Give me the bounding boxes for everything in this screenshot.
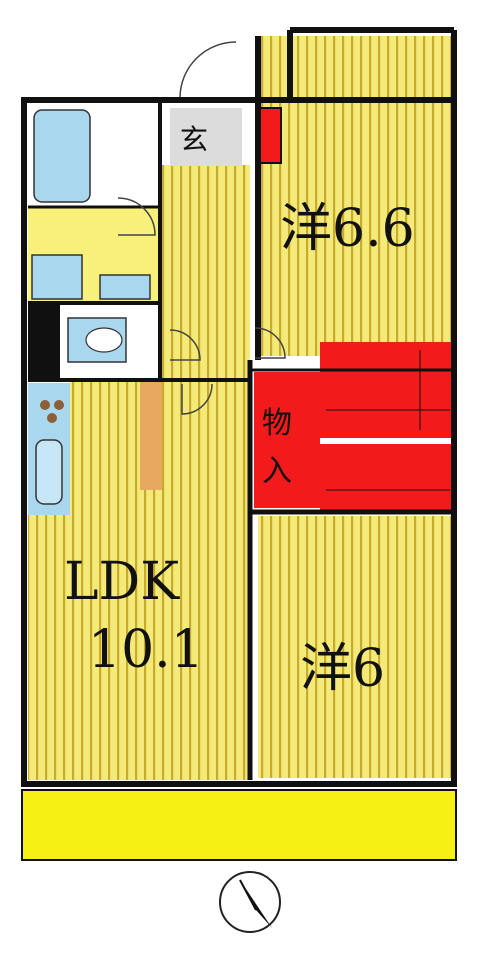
ldk-size-label: 10.1 xyxy=(88,620,204,680)
closet-hanger-lines xyxy=(326,350,450,491)
storage-room xyxy=(254,372,320,508)
kitchen-pillar xyxy=(140,382,162,490)
western-room-2-label: 洋6 xyxy=(300,639,386,699)
washer-icon xyxy=(99,274,151,300)
ldk-label: LDK xyxy=(64,552,180,612)
stove-icon xyxy=(40,400,64,423)
storage-label-top: 物 xyxy=(262,406,292,441)
toilet-wall-block xyxy=(28,303,60,380)
walls xyxy=(21,27,457,787)
compass-icon xyxy=(219,871,281,933)
western-room-1-label: 洋6.6 xyxy=(280,199,415,259)
room-western-2-floor xyxy=(258,516,454,778)
closet-upper xyxy=(320,342,454,438)
entrance-door xyxy=(179,41,237,99)
hallway-floor xyxy=(162,165,250,380)
entrance-area xyxy=(170,108,242,166)
storage-label-bottom: 入 xyxy=(262,454,292,489)
entrance-label: 玄 xyxy=(180,123,209,156)
balcony xyxy=(21,789,457,861)
washbasin-icon xyxy=(31,254,83,300)
closet-lower xyxy=(320,444,454,512)
sink-icon xyxy=(35,439,63,505)
kitchen-floor xyxy=(28,515,70,780)
doors xyxy=(117,197,286,415)
bathtub-icon xyxy=(33,109,91,203)
